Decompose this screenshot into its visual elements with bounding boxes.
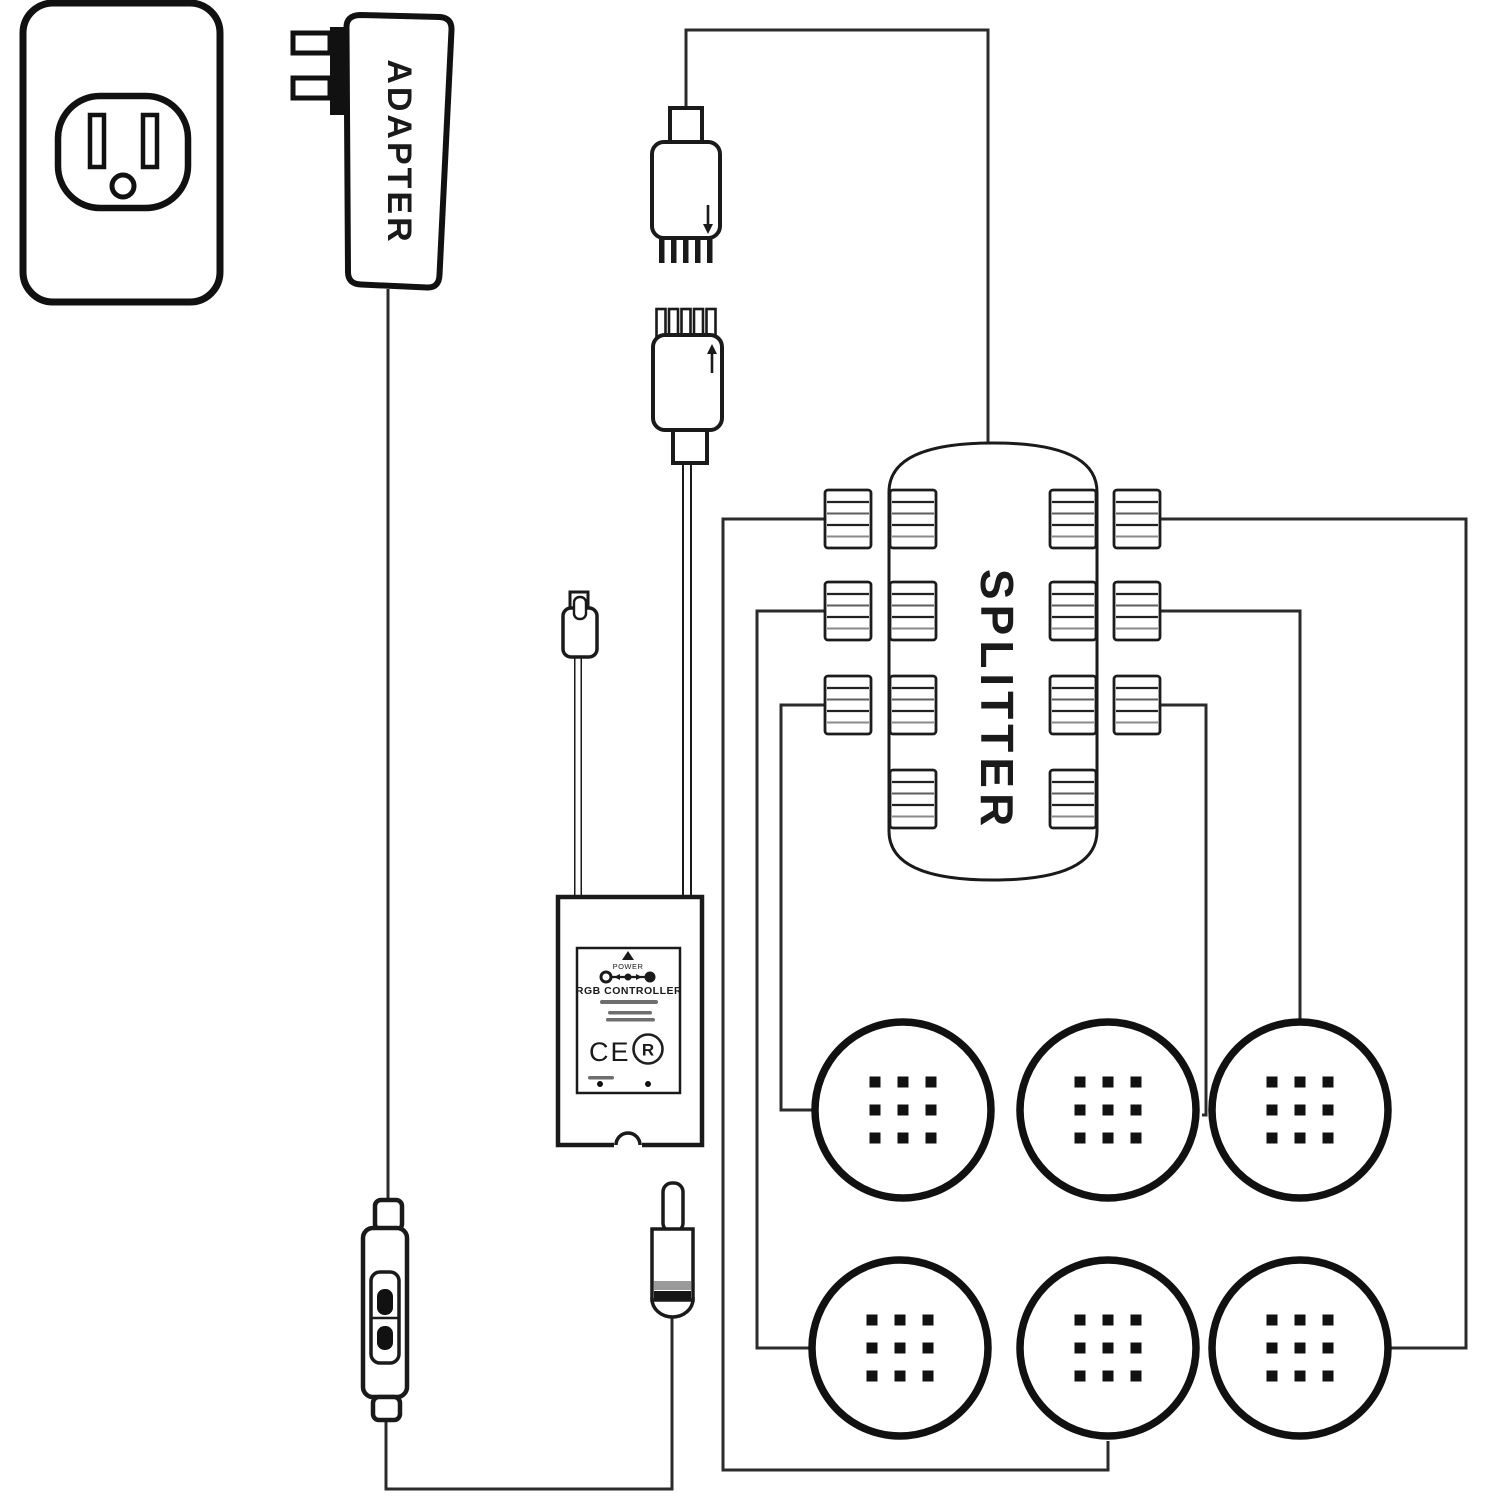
male-strip-connector [651,307,724,465]
splitter-plug-left-2 [823,580,873,642]
switch-button-top[interactable] [377,1289,393,1315]
wall-outlet [19,0,224,306]
adapter-prong-bottom [290,75,333,101]
controller-title: RGB CONTROLLER [576,985,682,997]
puck-light-bottom-middle [1020,1260,1196,1436]
switch-bottom-tab [370,1394,403,1423]
splitter-port-right-inner-4 [1048,768,1098,830]
splitter-port-left-inner-3 [888,674,938,736]
puck-lights [812,1022,1388,1436]
label-rivet-left [597,1081,603,1087]
plug-band-black [654,1291,691,1299]
ir-sensor-slot [572,595,588,621]
splitter-plug-left-3 [823,674,873,736]
puck-light-top-middle [1020,1022,1196,1198]
switch-top-tab [372,1197,405,1233]
wire-female-connector-to-splitter [684,28,990,446]
splitter-label: SPLITTER [971,569,1023,831]
wire-splitter-left-3-to-top-left-puck [779,703,825,1112]
controller-fine-print [588,1000,658,1080]
splitter-plug-right-3 [1112,674,1162,736]
wire-switch-to-dc-plug [384,1318,674,1491]
outlet-slot-right [140,112,160,170]
wire-splitter-right-2-to-top-right-puck [1160,609,1302,1020]
dc-barrel-plug [650,1181,695,1319]
splitter-port-left-inner-4 [888,768,938,830]
splitter-plug-right-1 [1112,488,1162,550]
label-rivet-right [645,1081,651,1087]
controller-power-label: POWER [613,962,644,971]
controller-bottom-notch [614,1131,642,1146]
female-strip-connector [650,106,722,263]
puck-light-bottom-right [1212,1260,1388,1436]
splitter-port-right-inner-2 [1048,580,1098,642]
plug-dome [650,1297,695,1319]
splitter-body [887,441,1099,882]
rgb-controller: POWER RGB CONTROLLER CE R [555,894,705,1150]
switch-button-bottom[interactable] [377,1326,393,1350]
male-connector-pins [655,307,717,339]
plug-tip [661,1181,685,1234]
puck-light-bottom-left [812,1260,988,1436]
wire-splitter-left-2-to-bottom-left-puck [755,609,825,1350]
adapter-prong-top [290,30,333,56]
male-connector-tab [671,428,709,465]
outlet-ground-hole [109,172,137,200]
wires [384,28,1468,1491]
puck-light-top-right [1212,1022,1388,1198]
splitter: SPLITTER [823,441,1162,882]
splitter-plug-right-2 [1112,580,1162,642]
controller-cables [574,463,692,899]
power-triangle-icon [622,951,634,960]
adapter-body [343,12,455,291]
adapter-plug-base [330,27,345,115]
plug-band-gray [654,1281,691,1290]
female-connector-tab [668,106,704,146]
female-connector-pins [659,237,713,263]
splitter-plug-left-1 [823,488,873,550]
connector-diagram-icon [599,970,656,984]
adapter-label: ADAPTER [380,59,418,244]
ce-mark: CE [589,1037,631,1067]
certification-mark: R [632,1033,664,1065]
splitter-port-left-inner-2 [888,580,938,642]
wire-splitter-right-3-to-top-middle-puck [1160,703,1208,1117]
certification-letter: R [642,1041,654,1060]
ir-sensor [561,590,599,659]
wire-splitter-right-1-to-bottom-right-puck [1160,517,1468,1350]
splitter-port-right-inner-1 [1048,488,1098,550]
inline-switch [360,1197,410,1423]
outlet-slot-left [87,112,107,170]
puck-light-top-left [815,1022,991,1198]
wire-splitter-left-1-to-bottom-middle-puck [721,517,1110,1472]
splitter-port-left-inner-1 [888,488,938,550]
female-connector-body [650,140,722,240]
insert-direction-down-icon [703,205,713,234]
insert-direction-up-icon [707,344,717,373]
notch-mask [614,1141,642,1150]
power-adapter: ADAPTER [290,12,455,291]
splitter-port-right-inner-3 [1048,674,1098,736]
